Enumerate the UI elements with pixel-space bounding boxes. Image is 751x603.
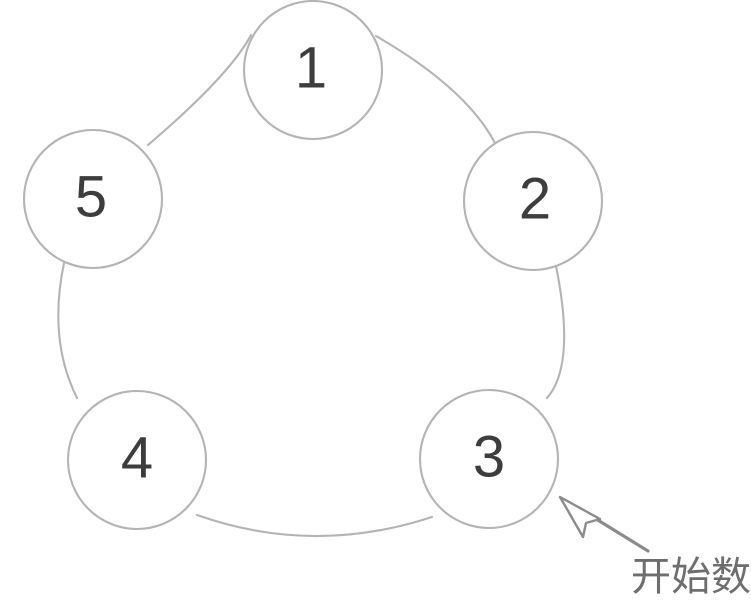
- node-2-label: 2: [519, 166, 551, 231]
- node-4-label: 4: [121, 425, 153, 490]
- start-pointer-label: 开始数: [631, 555, 751, 599]
- node-2[interactable]: 2: [462, 130, 604, 272]
- node-3-circle[interactable]: [418, 388, 560, 530]
- node-1-circle[interactable]: [242, 0, 384, 141]
- node-5-label: 5: [75, 164, 107, 229]
- start-pointer-arrow-head: [558, 495, 602, 539]
- edge-node4-to-node5: [57, 261, 79, 400]
- edge-node2-to-node3: [545, 264, 566, 400]
- node-1[interactable]: 1: [242, 0, 384, 141]
- node-3-label: 3: [473, 424, 505, 489]
- edge-group: [57, 33, 566, 538]
- edge-node5-to-node1: [146, 33, 253, 147]
- node-4-circle[interactable]: [66, 389, 208, 531]
- node-5[interactable]: 5: [22, 128, 164, 270]
- node-5-circle[interactable]: [22, 128, 164, 270]
- node-1-label: 1: [295, 35, 327, 100]
- edge-node3-to-node4: [195, 513, 434, 538]
- start-pointer-annotation: 开始数: [558, 495, 751, 599]
- node-group: 1 2 3 4 5: [22, 0, 604, 531]
- node-2-circle[interactable]: [462, 130, 604, 272]
- node-3[interactable]: 3: [418, 388, 560, 530]
- edge-node1-to-node2: [374, 34, 497, 145]
- node-4[interactable]: 4: [66, 389, 208, 531]
